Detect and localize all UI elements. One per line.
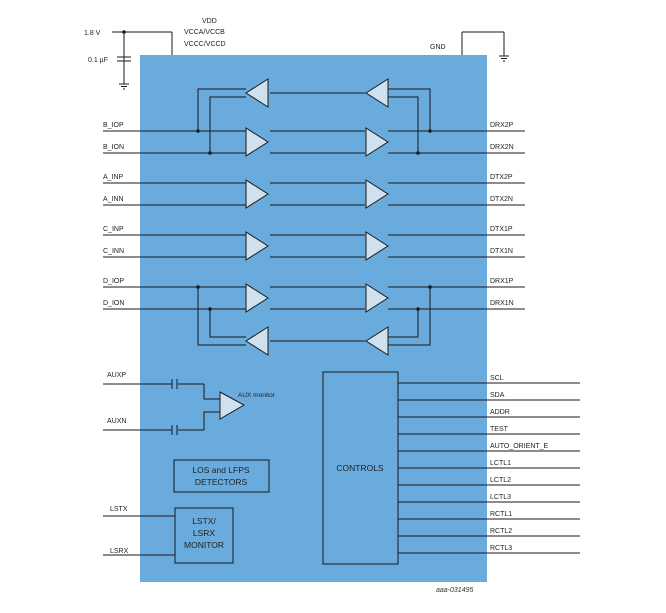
lstx-lsrx-monitor-block — [174, 507, 234, 564]
pin-c-inp: C_INP — [103, 226, 124, 233]
loop-buffer-left-icon — [245, 326, 269, 356]
pin-lctl2: LCTL2 — [490, 477, 511, 484]
pin-auto-orient-e: AUTO_ORIENT_E — [490, 443, 549, 450]
pin-d-ion: D_ION — [103, 300, 124, 307]
lane-buffer-in-icon — [245, 231, 269, 261]
pin-auxp: AUXP — [107, 372, 126, 379]
controls-label: CONTROLS — [336, 463, 384, 473]
vcca-vccb-label: VCCA/VCCB — [184, 29, 225, 36]
lane-buffer-out-icon — [365, 283, 389, 313]
pin-lctl3: LCTL3 — [490, 494, 511, 501]
los-lfps-label-2: DETECTORS — [195, 477, 248, 487]
supply-voltage-label: 1.8 V — [84, 30, 101, 37]
pin-drx1p: DRX1P — [490, 278, 514, 285]
pin-drx1n: DRX1N — [490, 300, 514, 307]
ground-icon-gnd — [499, 55, 509, 62]
pin-scl: SCL — [490, 375, 504, 382]
pin-dtx2p: DTX2P — [490, 174, 513, 181]
lane-buffer-out-icon — [365, 127, 389, 157]
aux-monitor-comparator-icon — [219, 391, 246, 420]
pin-addr: ADDR — [490, 409, 510, 416]
pin-lsrx: LSRX — [110, 548, 129, 555]
figure-id: aaa-031495 — [436, 587, 473, 594]
aux-capacitor-p-icon — [171, 379, 178, 389]
pin-dtx1n: DTX1N — [490, 248, 513, 255]
gnd-label: GND — [430, 44, 446, 51]
lane-buffer-out-icon — [365, 231, 389, 261]
capacitor-icon — [117, 56, 131, 62]
pin-drx2p: DRX2P — [490, 122, 514, 129]
pin-a-inp: A_INP — [103, 174, 124, 181]
pin-rctl3: RCTL3 — [490, 545, 512, 552]
pin-rctl1: RCTL1 — [490, 511, 512, 518]
aux-monitor-label: AUX monitor — [238, 392, 276, 399]
pin-a-inn: A_INN — [103, 196, 124, 203]
los-lfps-detectors-block — [173, 459, 270, 493]
pin-auxn: AUXN — [107, 418, 126, 425]
loop-buffer-right-icon — [365, 326, 389, 356]
lane-buffer-in-icon — [245, 127, 269, 157]
pin-dtx2n: DTX2N — [490, 196, 513, 203]
pin-test: TEST — [490, 426, 509, 433]
pin-sda: SDA — [490, 392, 505, 399]
pin-b-iop: B_IOP — [103, 122, 124, 129]
vdd-label: VDD — [202, 18, 217, 25]
lsrx-label: LSRX — [193, 528, 216, 538]
high-speed-lanes: B_IOP DRX2P B_ION DRX2N A_INP DTX2P A_INN DTX2N… — [103, 78, 525, 356]
capacitor-label: 0.1 µF — [88, 57, 108, 64]
lane-buffer-in-icon — [245, 179, 269, 209]
control-pins: SCL SDA ADDR TEST AUTO_ORIENT_E LCTL1LCTL2LCT… — [398, 375, 580, 554]
loop-buffer-right-icon — [365, 78, 389, 108]
chip-body — [140, 55, 487, 582]
monitor-label: MONITOR — [184, 540, 224, 550]
lstx-label: LSTX/ — [192, 516, 216, 526]
vccc-vccd-label: VCCC/VCCD — [184, 41, 226, 48]
lane-buffer-out-icon — [365, 179, 389, 209]
aux-capacitor-n-icon — [171, 425, 178, 435]
pin-b-ion: B_ION — [103, 144, 124, 151]
pin-drx2n: DRX2N — [490, 144, 514, 151]
ground-icon — [119, 83, 129, 90]
pin-c-inn: C_INN — [103, 248, 124, 255]
loop-buffer-left-icon — [245, 78, 269, 108]
pin-rctl2: RCTL2 — [490, 528, 512, 535]
pin-dtx1p: DTX1P — [490, 226, 513, 233]
pin-lctl1: LCTL1 — [490, 460, 511, 467]
pin-lstx: LSTX — [110, 506, 128, 513]
pin-d-iop: D_IOP — [103, 278, 124, 285]
los-lfps-label-1: LOS and LFPS — [192, 465, 250, 475]
lane-buffer-in-icon — [245, 283, 269, 313]
